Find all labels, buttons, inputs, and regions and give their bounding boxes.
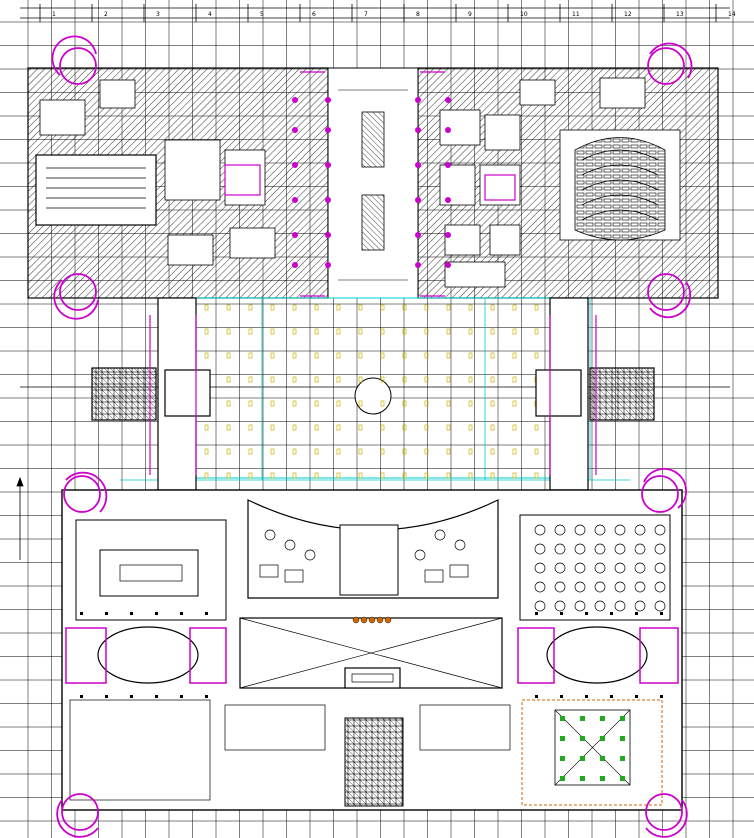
dimension-mark: 10 xyxy=(520,11,528,18)
dimension-mark: 5 xyxy=(260,11,264,18)
dimension-mark: 13 xyxy=(676,11,684,18)
scale-marker xyxy=(16,476,24,560)
south-towers xyxy=(56,468,688,838)
swimming-pool xyxy=(35,154,157,226)
dimension-mark: 3 xyxy=(156,11,160,18)
dimension-mark: 7 xyxy=(364,11,368,18)
dimension-mark: 6 xyxy=(312,11,316,18)
dimension-mark: 11 xyxy=(572,11,580,18)
south-building xyxy=(61,489,683,811)
north-building xyxy=(27,67,719,299)
dimension-mark: 12 xyxy=(624,11,632,18)
dimension-mark: 8 xyxy=(416,11,420,18)
dimension-mark: 2 xyxy=(104,11,108,18)
connecting-corridors xyxy=(91,297,655,491)
north-towers xyxy=(51,35,693,320)
dimension-mark: 9 xyxy=(468,11,472,18)
dimension-mark: 4 xyxy=(208,11,212,18)
dimension-mark: 14 xyxy=(728,11,736,18)
auditorium xyxy=(559,129,681,241)
dimension-mark: 1 xyxy=(52,11,56,18)
